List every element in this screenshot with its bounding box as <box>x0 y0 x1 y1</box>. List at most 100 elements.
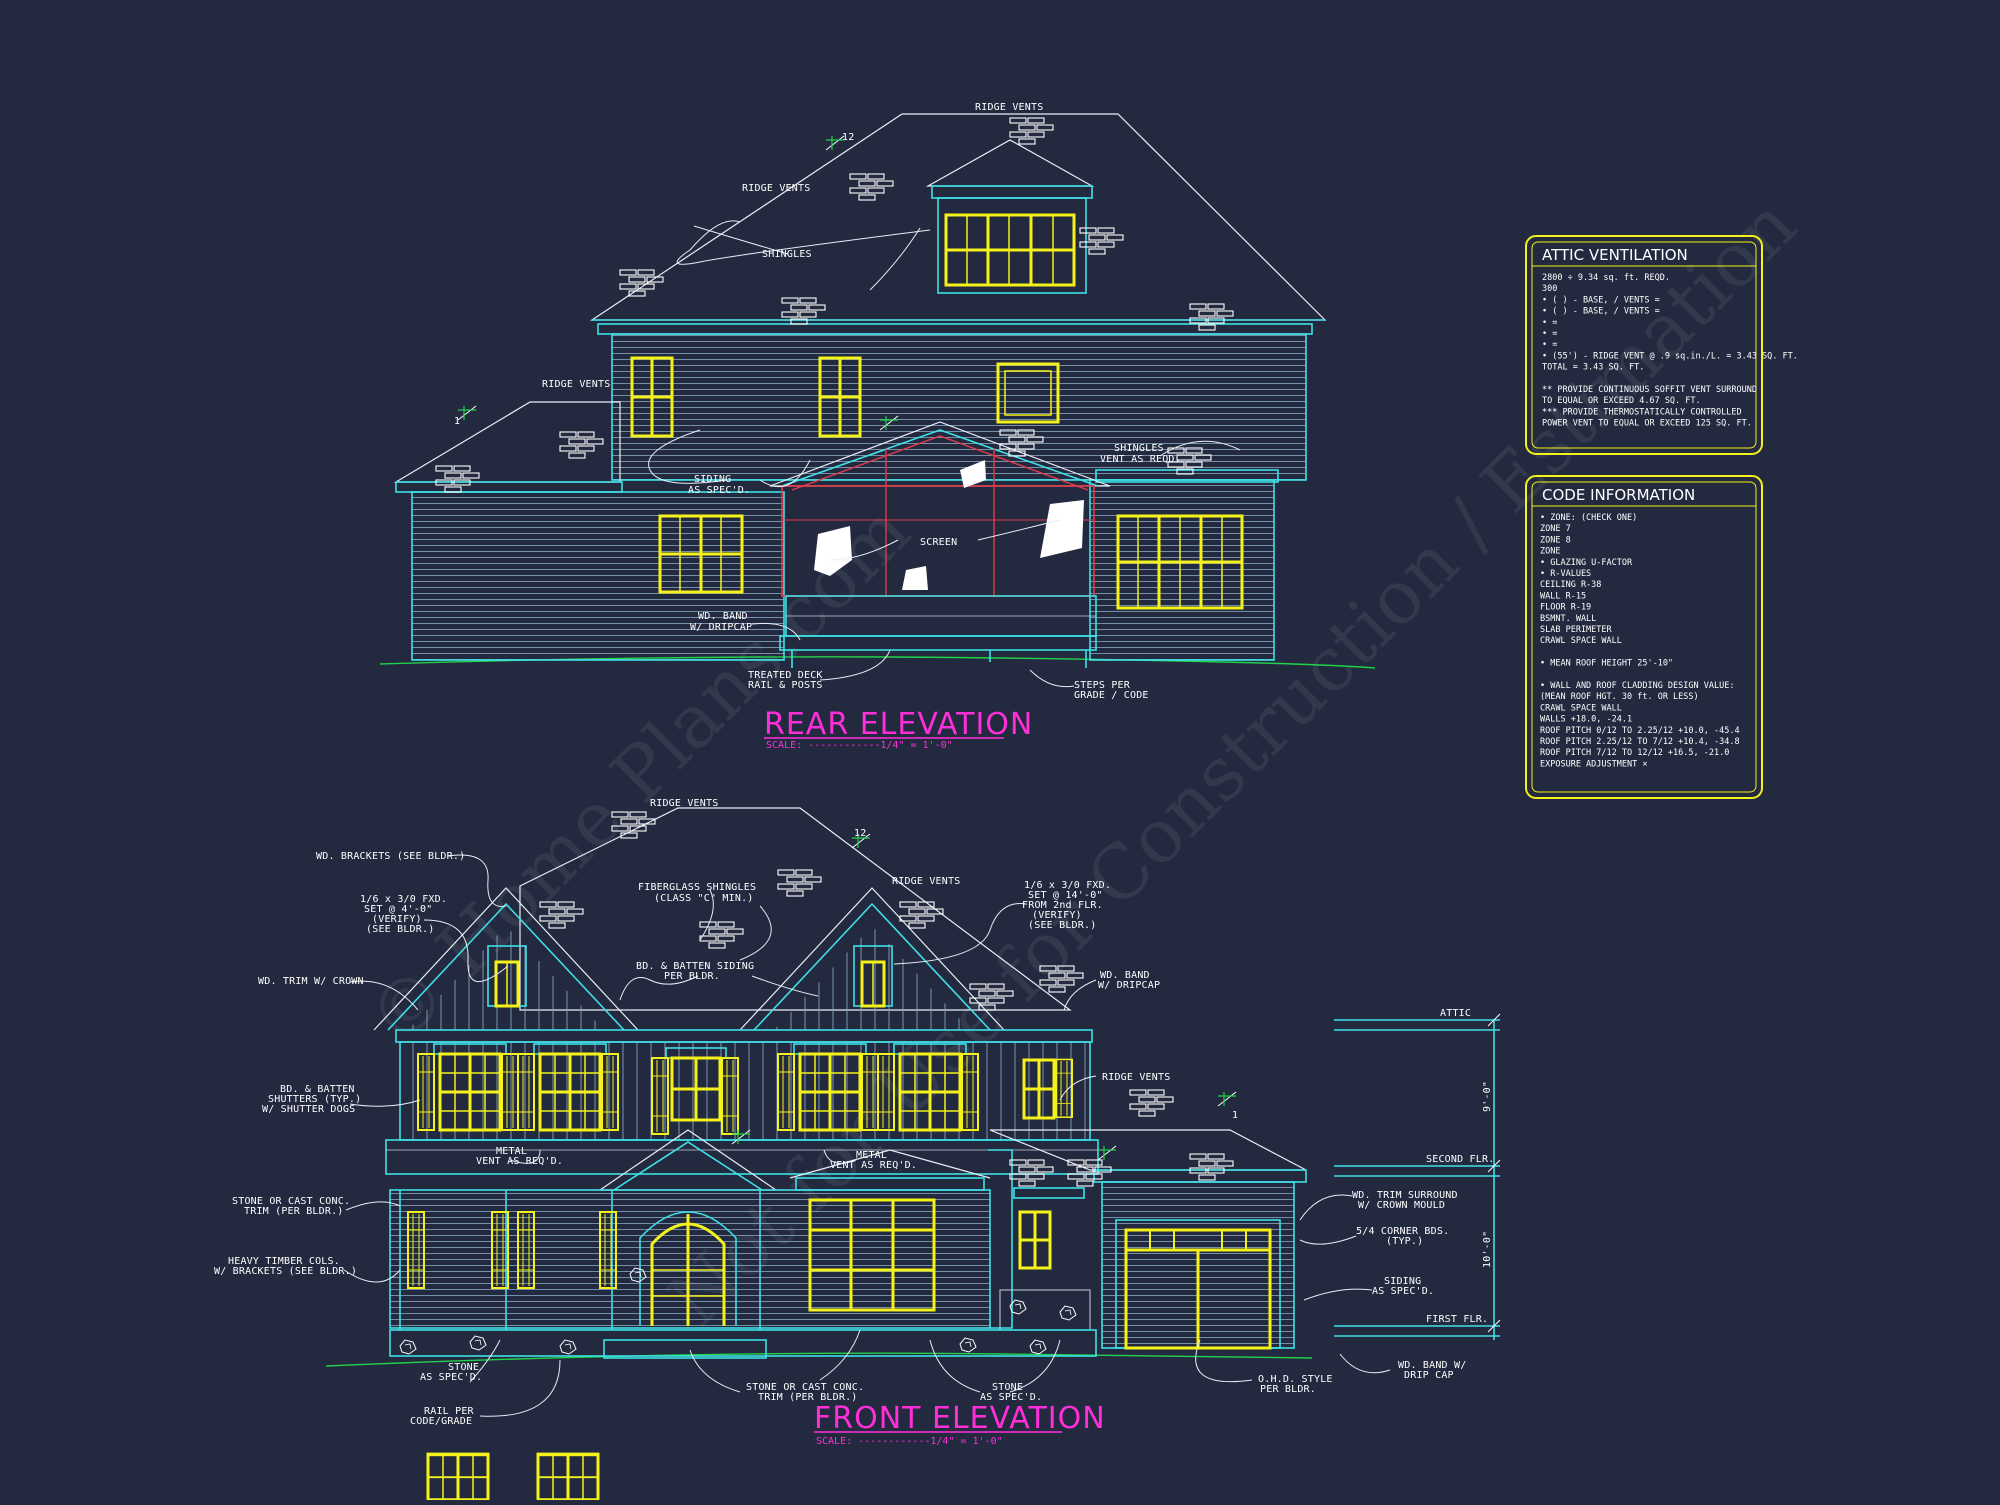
code-information-line: • WALL AND ROOF CLADDING DESIGN VALUE: <box>1540 681 1734 691</box>
code-information-lines: • ZONE: (CHECK ONE) ZONE 7 ZONE 8 ZONE• … <box>1540 513 1740 769</box>
brick-vent-icon <box>1189 303 1234 331</box>
brick-vent-icon <box>619 269 664 297</box>
attic-ventilation-line: ** PROVIDE CONTINUOUS SOFFIT VENT SURROU… <box>1542 385 1757 395</box>
code-information-line: CRAWL SPACE WALL <box>1540 703 1622 713</box>
stone-veneer-icon <box>469 1335 487 1351</box>
code-information-line: SLAB PERIMETER <box>1540 625 1613 635</box>
rear-note-treated-deck: RAIL & POSTS <box>748 680 823 691</box>
front-note-rail: RAIL PER <box>424 1406 475 1417</box>
front-note-wd-trim-surround: W/ CROWN MOULD <box>1358 1200 1445 1211</box>
front-2f-window-1 <box>433 1043 507 1132</box>
front-note-wd-trim-crown: WD. TRIM W/ CROWN <box>258 976 364 987</box>
brick-vent-icon <box>849 173 894 201</box>
attic-ventilation-line: TO EQUAL OR EXCEED 4.67 SQ. FT. <box>1542 396 1701 406</box>
rear-note-treated-deck: TREATED DECK <box>748 670 823 681</box>
attic-ventilation-line: *** PROVIDE THERMOSTATICALLY CONTROLLED <box>1542 407 1742 417</box>
front-note-fxd-left: (VERIFY) <box>372 914 422 925</box>
front-1f-window-2 <box>536 1452 600 1505</box>
rear-note-shingles-vent: VENT AS REQD. <box>1100 454 1181 465</box>
pitch-symbol-icon <box>1217 1091 1237 1107</box>
front-note-shutters: SHUTTERS (TYP.) <box>268 1094 361 1105</box>
front-note-fxd-right: 1/6 x 3/0 FXD. <box>1024 880 1111 891</box>
front-note-ohd: O.H.D. STYLE <box>1258 1374 1333 1385</box>
rear-lower-left-wall <box>411 491 785 661</box>
front-note-stone-trim: STONE OR CAST CONC. <box>232 1196 350 1207</box>
rear-dormer-roof <box>925 139 1095 187</box>
code-information-title: CODE INFORMATION <box>1542 486 1695 504</box>
code-information-line: ZONE <box>1540 547 1560 557</box>
front-note-fxd-left: (SEE BLDR.) <box>366 924 434 935</box>
rear-upper-wall <box>611 333 1307 481</box>
front-note-fxd-right: (VERIFY) <box>1032 910 1082 921</box>
front-2f-center-window <box>665 1047 727 1122</box>
rear-lower-window-right <box>1116 514 1244 610</box>
pitch-label: 1 <box>1232 1110 1238 1121</box>
front-second-floor-wall <box>399 1041 1091 1141</box>
front-note-wd-brackets: WD. BRACKETS (SEE BLDR.) <box>316 851 465 862</box>
stone-veneer-icon <box>1029 1339 1047 1355</box>
brick-vent-icon <box>777 869 822 897</box>
rear-main-roof <box>590 113 1327 321</box>
rear-lower-window-left <box>658 514 744 594</box>
front-note-fxd-left: 1/6 x 3/0 FXD. <box>360 894 447 905</box>
brick-vent-icon <box>1129 1089 1174 1117</box>
attic-ventilation-title: ATTIC VENTILATION <box>1542 246 1688 264</box>
level-attic-label: ATTIC <box>1440 1008 1471 1019</box>
level-second-floor-label: SECOND FLR. <box>1426 1154 1494 1165</box>
code-information-panel: CODE INFORMATION • ZONE: (CHECK ONE) ZON… <box>1525 475 1763 799</box>
front-note-metal-vent: VENT AS REQ'D. <box>476 1156 563 1167</box>
rear-note-wd-band: W/ DRIPCAP <box>690 622 752 633</box>
code-information-line: ROOF PITCH 0/12 TO 2.25/12 +10.0, -45.4 <box>1540 726 1740 736</box>
rear-note-siding: AS SPEC'D. <box>688 485 750 496</box>
front-note-shutters: BD. & BATTEN <box>280 1084 355 1095</box>
attic-ventilation-panel: ATTIC VENTILATION 2800 ÷ 9.34 sq. ft. RE… <box>1525 235 1798 455</box>
front-note-corner-bds: 5/4 CORNER BDS. <box>1356 1226 1449 1237</box>
level-markers: ATTIC SECOND FLR. FIRST FLR. 9'-0" 10'-0… <box>1334 1008 1501 1340</box>
rear-note-shingles-vent: SHINGLES <box>1114 443 1164 454</box>
front-note-ridge-vents: RIDGE VENTS <box>650 798 718 809</box>
front-note-corner-bds: (TYP.) <box>1386 1236 1423 1247</box>
rear-note-wd-band: WD. BAND <box>698 611 748 622</box>
pitch-symbol-icon <box>1097 1145 1117 1161</box>
code-information-line: ROOF PITCH 2.25/12 TO 7/12 +10.4, -34.8 <box>1540 737 1740 747</box>
attic-ventilation-line: • = <box>1542 340 1557 350</box>
front-note-ridge-vents: RIDGE VENTS <box>892 876 960 887</box>
front-note-timber-cols: HEAVY TIMBER COLS. <box>228 1256 340 1267</box>
code-information-line: CEILING R-38 <box>1540 580 1601 590</box>
brick-vent-icon <box>435 465 480 493</box>
front-note-wd-trim-surround: WD. TRIM SURROUND <box>1352 1190 1458 1201</box>
code-information-line: • MEAN ROOF HEIGHT 25'-10" <box>1540 659 1673 669</box>
brick-vent-icon <box>1189 1153 1234 1181</box>
rear-note-siding: SIDING <box>694 474 731 485</box>
level-first-floor-label: FIRST FLR. <box>1426 1314 1488 1325</box>
code-information-line: ZONE 8 <box>1540 535 1571 545</box>
front-note-stone-b: STONE <box>992 1382 1023 1393</box>
front-2f-window-5 <box>1022 1058 1056 1120</box>
front-note-metal-vent: VENT AS REQ'D. <box>830 1160 917 1171</box>
front-right-gable <box>739 887 1005 1031</box>
pitch-label: 12 <box>854 828 866 839</box>
stone-veneer-icon <box>559 1339 577 1355</box>
front-note-wd-band: WD. BAND <box>1100 970 1150 981</box>
front-note-bd-batten-siding: PER BLDR. <box>664 971 720 982</box>
code-information-line: BSMNT. WALL <box>1540 614 1596 624</box>
front-note-bd-batten-siding: BD. & BATTEN SIDING <box>636 961 754 972</box>
front-left-gable <box>373 887 639 1031</box>
rear-note-shingles: SHINGLES <box>762 249 812 260</box>
code-information-line: • GLAZING U-FACTOR <box>1540 558 1633 568</box>
attic-ventilation-line: 2800 ÷ 9.34 sq. ft. REQD. <box>1542 273 1670 283</box>
front-note-shutters: W/ SHUTTER DOGS <box>262 1104 355 1115</box>
front-1f-window-1 <box>426 1452 490 1505</box>
rear-elevation: 12 1 RIDGE VENTS RIDGE VENTS RIDGE VENTS… <box>379 102 1376 751</box>
code-information-line: ZONE 7 <box>1540 524 1571 534</box>
attic-ventilation-line: 300 <box>1542 284 1557 294</box>
front-note-timber-cols: W/ BRACKETS (SEE BLDR.) <box>214 1266 357 1277</box>
front-note-ridge-vents: RIDGE VENTS <box>1102 1072 1170 1083</box>
front-2f-window-3 <box>793 1043 867 1132</box>
front-note-fxd-left: SET @ 4'-0" <box>364 904 432 915</box>
front-1f-bay-window <box>808 1198 936 1312</box>
attic-ventilation-line: POWER VENT TO EQUAL OR EXCEED 125 SQ. FT… <box>1542 419 1752 429</box>
code-information-line: ROOF PITCH 7/12 TO 12/12 +16.5, -21.0 <box>1540 748 1729 758</box>
front-garage-door <box>1124 1228 1272 1350</box>
